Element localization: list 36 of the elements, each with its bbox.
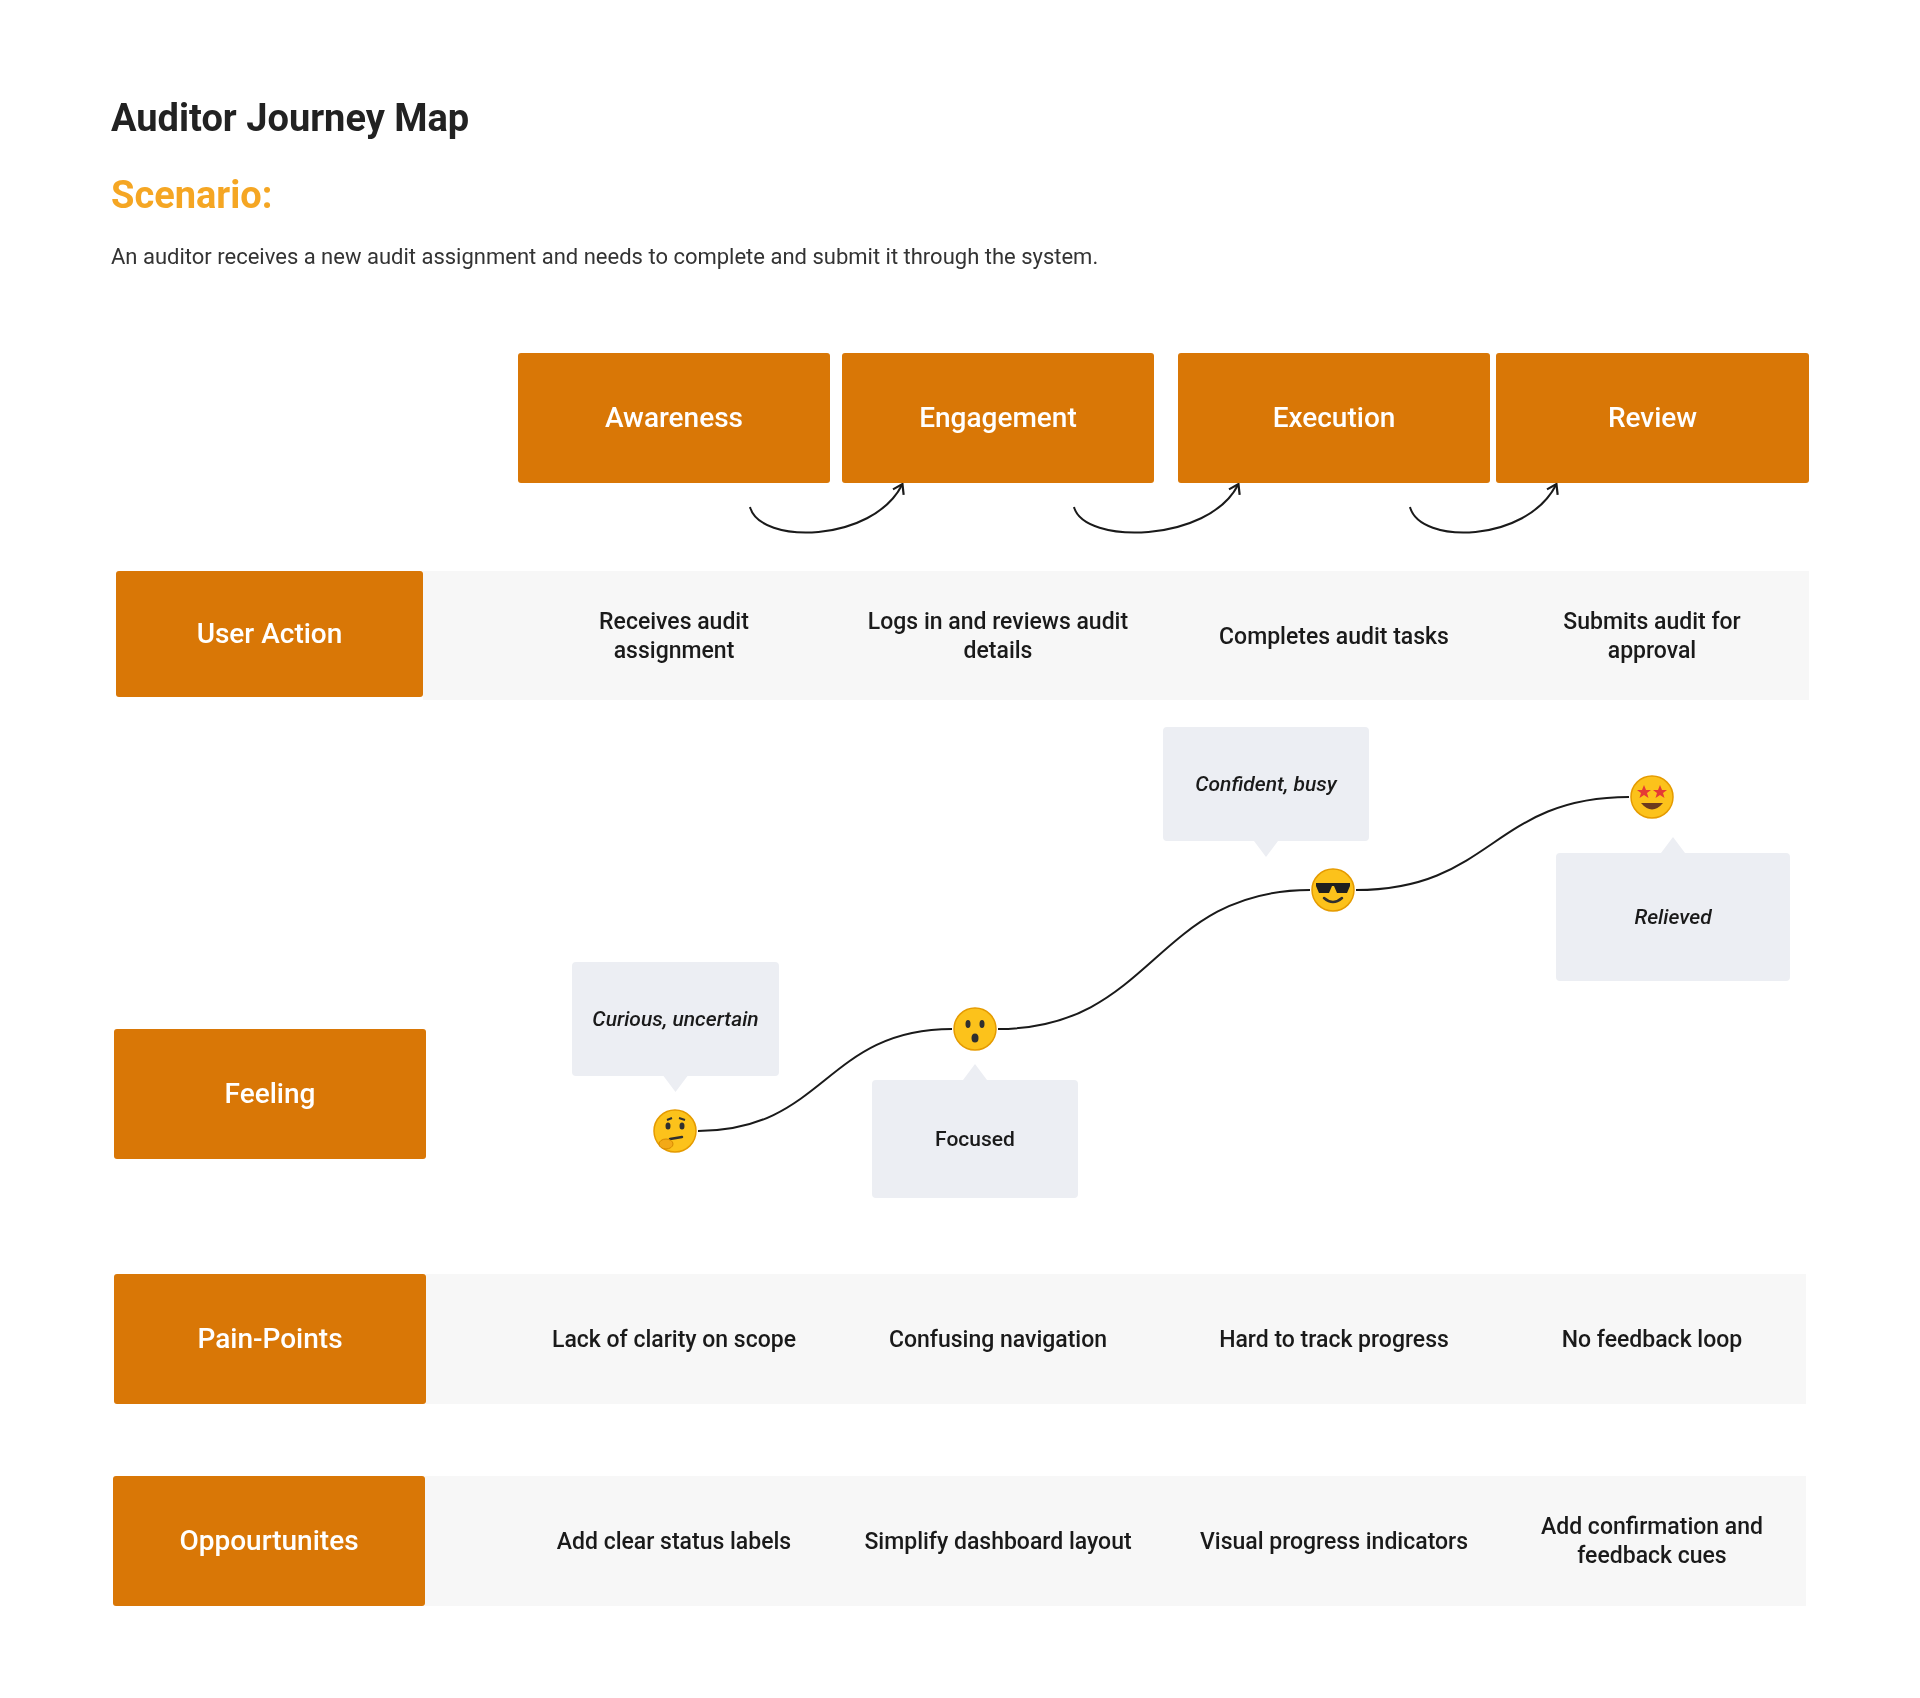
cell-text: Submits audit for approval <box>1562 606 1742 665</box>
row-header-box: User Action <box>116 571 423 697</box>
row-header-box: Feeling <box>114 1029 426 1159</box>
cell-text: Add confirmation and feedback cues <box>1540 1512 1764 1570</box>
feeling-curve <box>997 889 1311 1030</box>
feeling-curve <box>697 1028 953 1132</box>
title: Auditor Journey Map <box>111 95 470 142</box>
cell-text: Lack of clarity on scope <box>551 1324 797 1354</box>
stage-box: Review <box>1496 353 1809 483</box>
feeling-curve <box>1355 796 1630 891</box>
cell-text: Simplify dashboard layout <box>863 1526 1133 1556</box>
stage-box: Execution <box>1178 353 1490 483</box>
row-band <box>425 1476 1806 1606</box>
cell-text: Visual progress indicators <box>1199 1526 1469 1556</box>
curved-arrow <box>1409 483 1558 534</box>
row-band <box>423 571 1809 700</box>
cell-text: Receives audit assignment <box>598 606 750 665</box>
row-header-box: Oppourtunites <box>113 1476 425 1606</box>
row-header-box: Pain-Points <box>114 1274 426 1404</box>
scenario-text: An auditor receives a new audit assignment and needs to complete and submit it through the system. <box>111 243 1099 271</box>
curved-arrow <box>1073 483 1240 534</box>
cell-text: Completes audit tasks <box>1218 621 1450 650</box>
feeling-text: Relieved <box>1634 904 1712 930</box>
cell-text: Add clear status labels <box>555 1526 793 1556</box>
curved-arrow <box>749 483 904 534</box>
section-heading: Scenario: <box>111 172 273 219</box>
stage-box: Engagement <box>842 353 1154 483</box>
feeling-text: Curious, uncertain <box>592 1006 759 1032</box>
feeling-text: Confident, busy <box>1195 771 1337 797</box>
cell-text: Confusing navigation <box>887 1324 1109 1354</box>
cell-text: No feedback loop <box>1560 1324 1744 1354</box>
stage-box: Awareness <box>518 353 830 483</box>
feeling-text: Focused <box>935 1126 1015 1152</box>
cell-text: Hard to track progress <box>1218 1324 1450 1354</box>
cell-text: Logs in and reviews audit details <box>866 606 1130 665</box>
row-band <box>426 1274 1806 1404</box>
